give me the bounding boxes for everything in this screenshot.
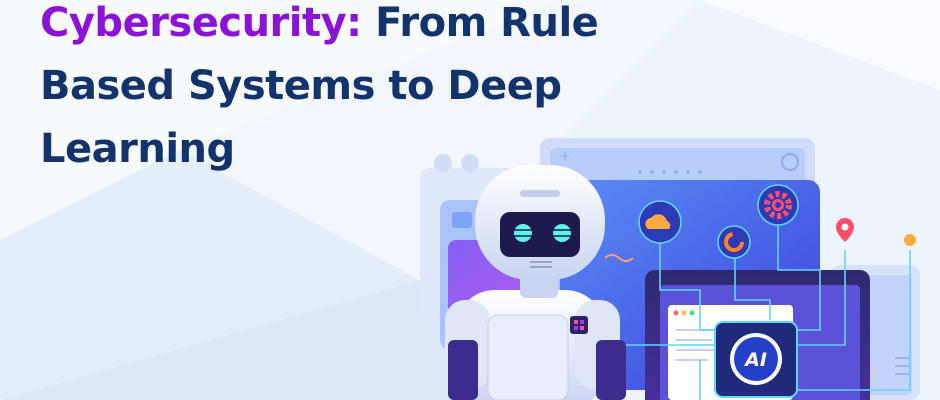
- robot-eye-right: [553, 224, 571, 242]
- gear-icon: [757, 184, 799, 226]
- location-pin-icon: [836, 218, 854, 242]
- orange-dot: [904, 234, 916, 246]
- robot-chest-chip: [570, 316, 588, 334]
- robot-visor: [500, 212, 580, 257]
- ai-chip-label: AI: [743, 349, 767, 371]
- panel-dot-icon: [781, 153, 799, 171]
- title-highlight: Cybersecurity:: [40, 0, 362, 46]
- page-title: Cybersecurity: From Rule Based Systems t…: [40, 0, 640, 181]
- robot-icon: [445, 165, 626, 400]
- ai-chip-icon: AI: [714, 321, 798, 398]
- title-rest: From Rule Based Systems to Deep Learning: [40, 0, 599, 172]
- donut-chart-icon: [717, 225, 751, 259]
- svg-text:+: +: [560, 149, 570, 163]
- cloud-icon: [638, 200, 682, 244]
- robot-eye-left: [514, 224, 532, 242]
